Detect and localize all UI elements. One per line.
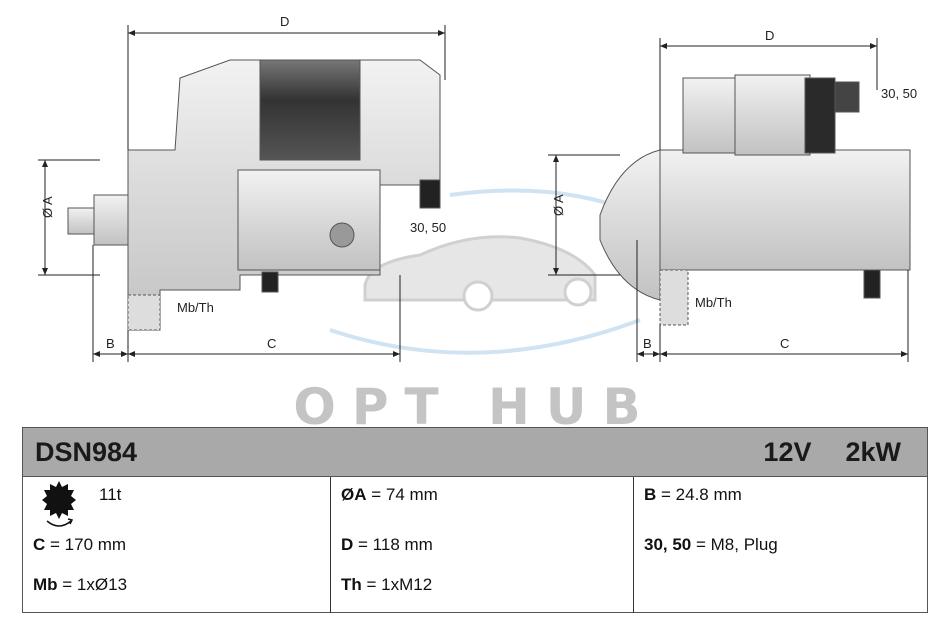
starter-drawing: D Ø A B C 30, 50 Mb/Th D Ø A B C 30, 50 … — [38, 14, 917, 362]
left-dim-d: D — [280, 14, 289, 29]
watermark: OPT HUB — [293, 378, 657, 436]
left-dim-b: B — [106, 336, 115, 351]
spec-column-2: ØA = 74 mm D = 118 mm Th = 1xM12 — [331, 477, 634, 613]
th-key: Th — [341, 575, 362, 594]
a-value: = 74 mm — [371, 485, 438, 504]
mb-key: Mb — [33, 575, 58, 594]
left-mount-label: Mb/Th — [177, 300, 214, 315]
right-terminal-label: 30, 50 — [881, 86, 917, 101]
model-number: DSN984 — [35, 436, 138, 467]
right-dim-c: C — [780, 336, 789, 351]
d-key: D — [341, 535, 354, 554]
left-starter-view — [67, 59, 441, 331]
spec-column-1: 11t C = 170 mm Mb = 1xØ13 — [23, 477, 331, 613]
right-mount-label: Mb/Th — [695, 295, 732, 310]
b-value: = 24.8 mm — [661, 485, 742, 504]
left-dim-a: Ø A — [40, 196, 55, 218]
teeth-count: 11t — [99, 485, 122, 504]
right-dim-d: D — [765, 28, 774, 43]
spec-column-3: B = 24.8 mm 30, 50 = M8, Plug — [634, 477, 927, 613]
right-dim-b: B — [643, 336, 652, 351]
right-dimensions — [548, 38, 909, 362]
left-dimensions — [38, 25, 446, 362]
pinion-gear-icon — [42, 481, 76, 527]
a-key: ØA — [341, 485, 367, 504]
b-key: B — [644, 485, 657, 504]
c-value: = 170 mm — [50, 535, 127, 554]
d-value: = 118 mm — [358, 535, 433, 554]
power: 2kW — [845, 436, 901, 467]
voltage: 12V — [763, 436, 812, 467]
spec-header: DSN984 12V 2kW — [23, 428, 927, 477]
c-key: C — [33, 535, 46, 554]
mb-value: = 1xØ13 — [62, 575, 128, 594]
right-dim-a: Ø A — [551, 194, 566, 216]
left-dim-c: C — [267, 336, 276, 351]
th-value: = 1xM12 — [366, 575, 433, 594]
terminals-key: 30, 50 — [644, 535, 692, 554]
right-starter-view — [599, 74, 911, 326]
terminals-value: = M8, Plug — [696, 535, 778, 554]
left-terminal-label: 30, 50 — [410, 220, 446, 235]
